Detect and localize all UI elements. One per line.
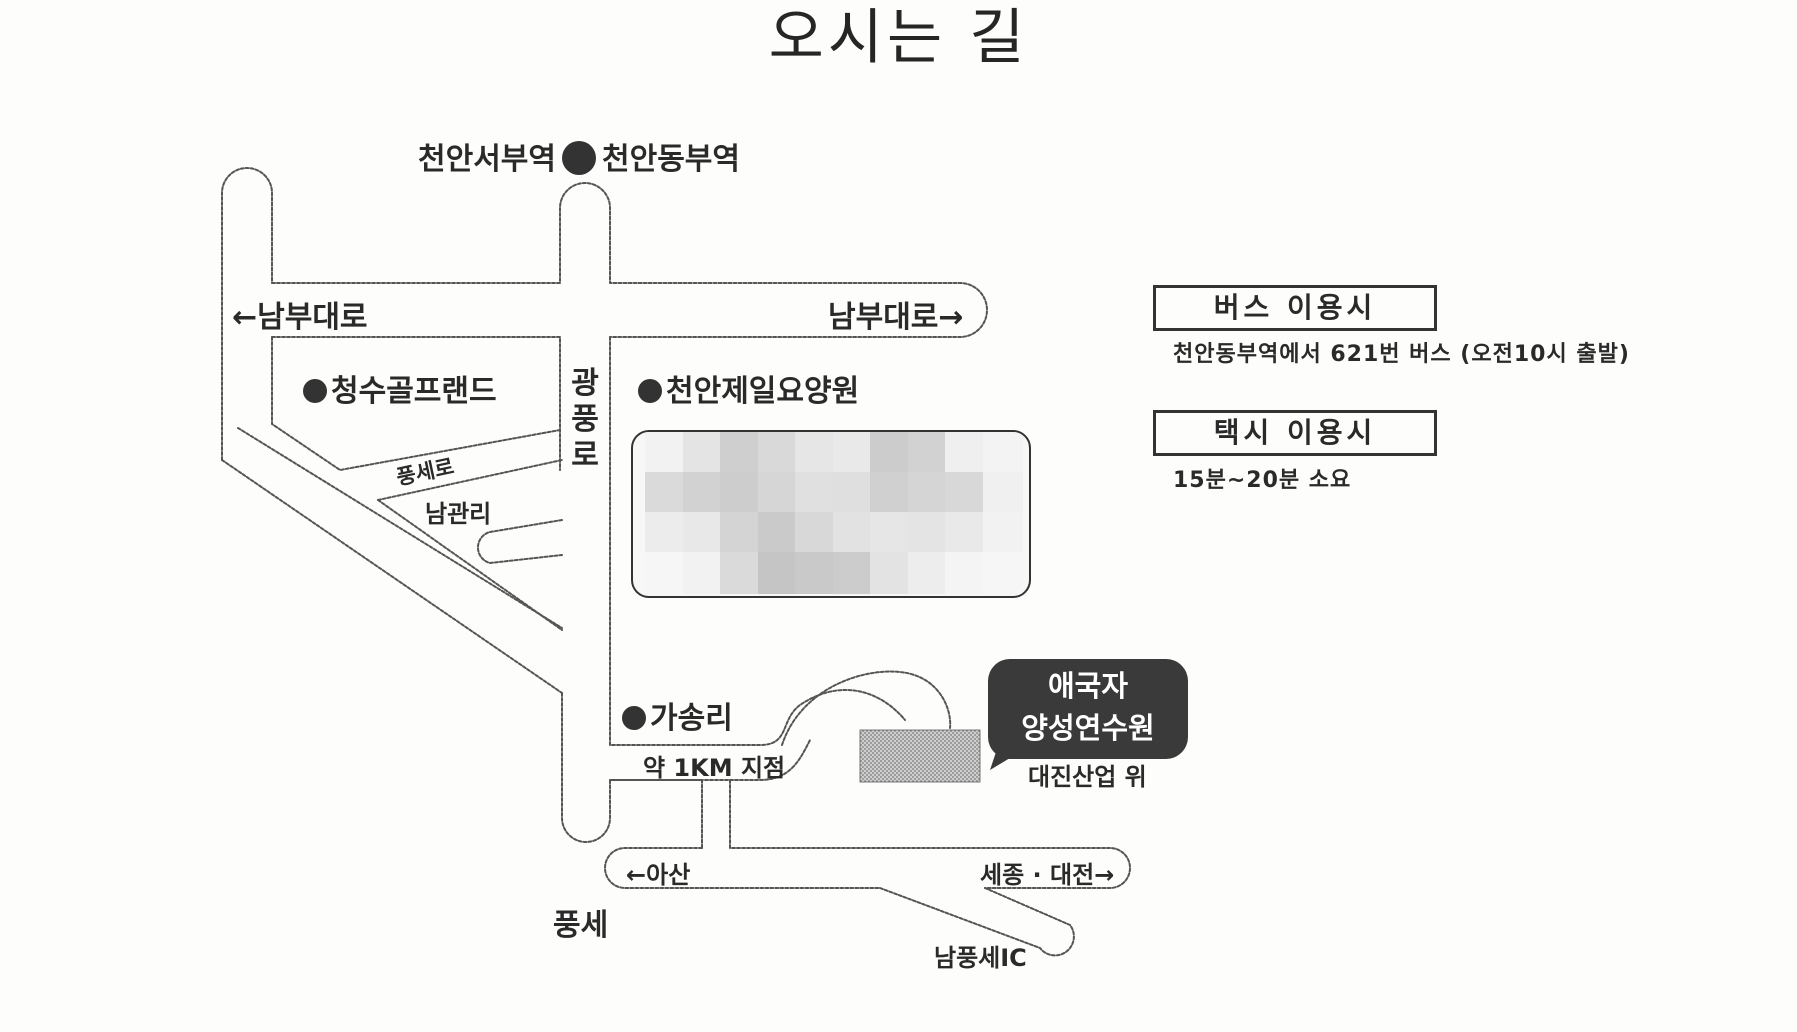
road-sejong: 세종 · 대전→ bbox=[980, 861, 1115, 889]
nambu-road-bottom bbox=[271, 336, 561, 471]
mosaic-cell bbox=[720, 432, 760, 474]
bus-info-text: 천안동부역에서 621번 버스 (오전10시 출발) bbox=[1173, 342, 1630, 367]
mosaic-cell bbox=[945, 432, 985, 474]
place-cheongsu-label: 청수골프랜드 bbox=[331, 374, 497, 409]
mosaic-cell bbox=[870, 432, 910, 474]
place-dot-icon bbox=[638, 379, 662, 403]
mosaic-cell bbox=[832, 552, 873, 594]
pungse-diagonal-2 bbox=[377, 499, 563, 631]
road-gwangpung: 광 풍 로 bbox=[571, 366, 599, 473]
mosaic-cell bbox=[832, 512, 873, 554]
station-left: 천안서부역 bbox=[418, 142, 556, 177]
mosaic-cell bbox=[795, 552, 835, 594]
destination-building bbox=[859, 729, 981, 783]
mosaic-cell bbox=[682, 432, 723, 474]
mosaic-cell bbox=[720, 552, 760, 594]
mosaic-cell bbox=[645, 432, 685, 474]
exit-road bbox=[729, 779, 1131, 889]
mosaic-cell bbox=[645, 472, 685, 514]
bus-title-box: 버스 이용시 bbox=[1153, 285, 1437, 331]
mosaic-cell bbox=[982, 472, 1023, 514]
destination-line2: 양성연수원 bbox=[1021, 711, 1155, 745]
mosaic-cell bbox=[945, 552, 985, 594]
mosaic-cell bbox=[645, 512, 685, 554]
place-gasong-label: 가송리 bbox=[650, 701, 733, 736]
mosaic-cell bbox=[907, 432, 948, 474]
destination-line1: 애국자 bbox=[1047, 669, 1129, 703]
destination-callout: 애국자 양성연수원 bbox=[988, 659, 1188, 759]
nambu-road-top bbox=[271, 182, 988, 338]
page-title: 오시는 길 bbox=[768, 3, 1029, 73]
inner-block bbox=[271, 336, 561, 471]
mosaic-cell bbox=[720, 512, 760, 554]
asan-road bbox=[604, 847, 881, 889]
ic-road bbox=[879, 887, 1075, 957]
mosaic-cell bbox=[982, 512, 1023, 554]
left-road bbox=[221, 167, 273, 461]
mosaic-cell bbox=[720, 472, 760, 514]
place-pungse: 풍세 bbox=[553, 908, 609, 943]
mosaic-cell bbox=[645, 552, 685, 594]
mosaic-cell bbox=[945, 472, 985, 514]
taxi-title-box: 택시 이용시 bbox=[1153, 410, 1437, 456]
station-right: 천안동부역 bbox=[602, 142, 740, 177]
taxi-info-text: 15분~20분 소요 bbox=[1173, 468, 1352, 493]
mosaic-cell bbox=[870, 472, 910, 514]
mosaic-cell bbox=[870, 552, 910, 594]
mosaic-cell bbox=[907, 512, 948, 554]
mosaic-cell bbox=[832, 432, 873, 474]
pungse-diagonal bbox=[377, 459, 563, 501]
place-dot-icon bbox=[303, 379, 327, 403]
station-labels: 천안서부역 천안동부역 bbox=[418, 134, 740, 178]
gwangpung-left bbox=[561, 692, 703, 849]
mosaic-cell bbox=[757, 432, 798, 474]
left-diagonal-inner bbox=[237, 427, 563, 629]
road-asan: ←아산 bbox=[626, 861, 691, 889]
mosaic-cell bbox=[757, 472, 798, 514]
mosaic-cell bbox=[982, 552, 1023, 594]
mosaic-cell bbox=[907, 552, 948, 594]
mosaic-cell bbox=[795, 432, 835, 474]
place-cheonan-jeil-label: 천안제일요양원 bbox=[666, 374, 860, 409]
mosaic-cell bbox=[832, 472, 873, 514]
mosaic-cell bbox=[757, 512, 798, 554]
station-dot-icon bbox=[562, 141, 596, 175]
mosaic-cell bbox=[795, 512, 835, 554]
mosaic-cell bbox=[907, 472, 948, 514]
place-nampungse-ic: 남풍세IC bbox=[934, 944, 1027, 972]
place-dot-icon bbox=[622, 706, 646, 730]
dest-curve bbox=[781, 670, 952, 746]
dest-curve-lower bbox=[609, 739, 811, 781]
place-distance: 약 1KM 지점 bbox=[643, 754, 786, 782]
namgwan-loop bbox=[477, 519, 563, 564]
place-daejin: 대진산업 위 bbox=[1028, 763, 1147, 791]
mosaic-cell bbox=[682, 552, 723, 594]
place-cheongsu: 청수골프랜드 bbox=[303, 366, 497, 410]
place-namgwan: 남관리 bbox=[425, 500, 492, 528]
place-cheonan-jeil: 천안제일요양원 bbox=[638, 366, 859, 410]
gwangpung-right bbox=[609, 336, 906, 746]
mosaic-cell bbox=[682, 472, 723, 514]
mosaic-cell bbox=[982, 432, 1023, 474]
road-nambu-left: ←남부대로 bbox=[232, 300, 368, 335]
road-nambu-right: 남부대로→ bbox=[828, 300, 964, 335]
blurred-image-block bbox=[631, 430, 1031, 598]
mosaic-cell bbox=[682, 512, 723, 554]
mosaic-cell bbox=[795, 472, 835, 514]
mosaic-cell bbox=[870, 512, 910, 554]
place-gasong: 가송리 bbox=[622, 693, 733, 737]
mosaic-cell bbox=[757, 552, 798, 594]
mosaic-cell bbox=[945, 512, 985, 554]
left-diagonal bbox=[221, 459, 563, 694]
